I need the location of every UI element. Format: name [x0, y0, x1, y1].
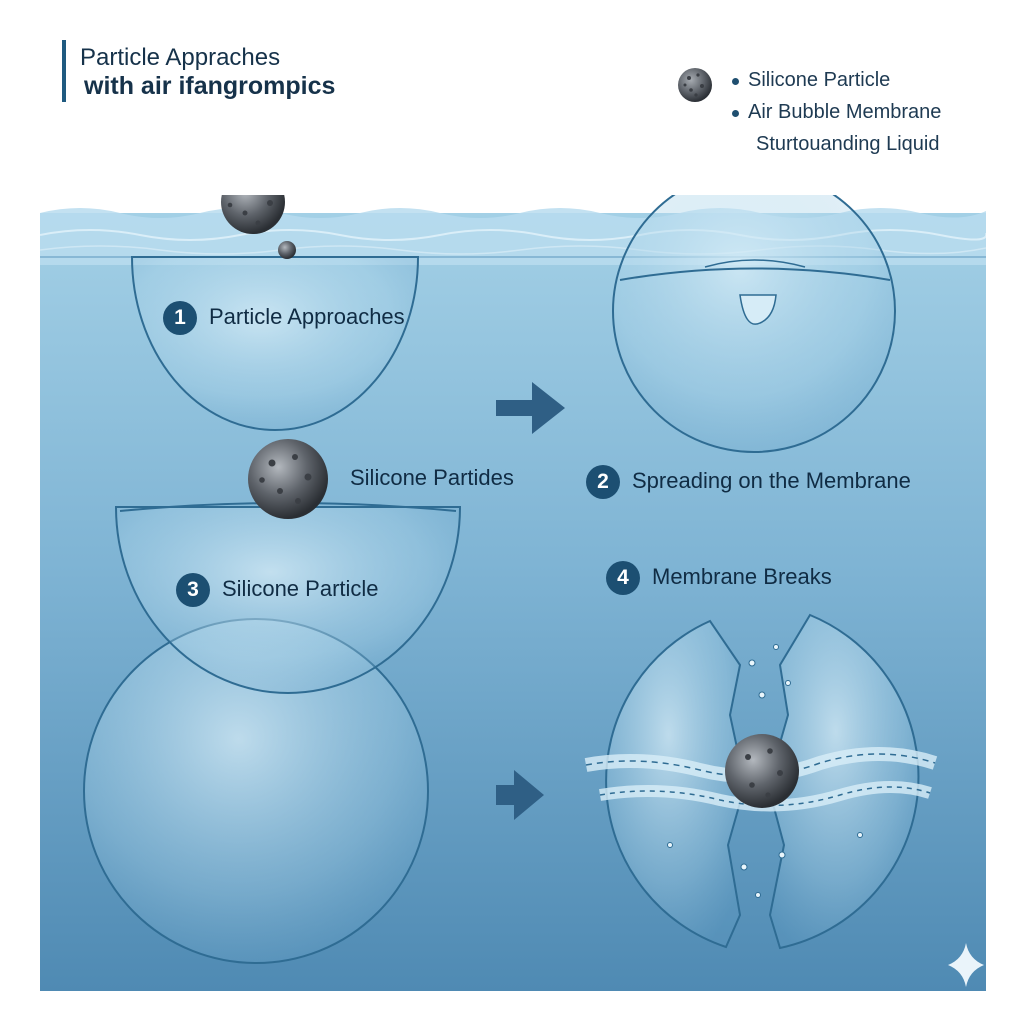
- silicone-particles-annotation: Silicone Partides: [350, 465, 514, 490]
- stage-1-particle: [221, 195, 296, 259]
- step-label-4: Membrane Breaks: [652, 564, 832, 589]
- legend-item-label: Air Bubble Membrane: [748, 101, 942, 123]
- step-label-2: Spreading on the Membrane: [632, 468, 911, 493]
- legend-item-label: Sturtouanding Liquid: [756, 133, 940, 155]
- step-badge-2: 2: [586, 465, 620, 499]
- title-block: Particle Appraches with air ifangrompics: [62, 40, 402, 102]
- title-accent-bar: [62, 40, 66, 102]
- step-badge-3: 3: [176, 573, 210, 607]
- step-badge-4: 4: [606, 561, 640, 595]
- arrow-icon: [496, 770, 544, 820]
- stage-3-upper-bubble: [114, 506, 462, 694]
- stage-3-particle: [248, 439, 328, 519]
- water-scene: 1 Particle Approaches 2 Spreading on the…: [40, 195, 986, 991]
- legend-item-label: Silicone Particle: [748, 69, 891, 91]
- arrow-icon: [496, 382, 565, 434]
- water-illustration: [40, 195, 986, 991]
- bullet-icon: [732, 78, 739, 85]
- bullet-icon: [732, 110, 739, 117]
- stage-1-bubble: [130, 256, 420, 431]
- sparkle-icon: [948, 943, 984, 987]
- step-label-1: Particle Approaches: [209, 304, 405, 329]
- particle-icon: [678, 68, 712, 102]
- legend: Silicone Particle Air Bubble Membrane St…: [672, 62, 1002, 162]
- title-line-1: Particle Appraches: [80, 44, 281, 71]
- title-line-2: with air ifangrompics: [84, 72, 336, 100]
- step-badge-1: 1: [163, 301, 197, 335]
- step-label-3: Silicone Particle: [222, 576, 379, 601]
- stage-4-broken-bubble: [584, 613, 938, 950]
- stage-2-bubble: [612, 195, 896, 453]
